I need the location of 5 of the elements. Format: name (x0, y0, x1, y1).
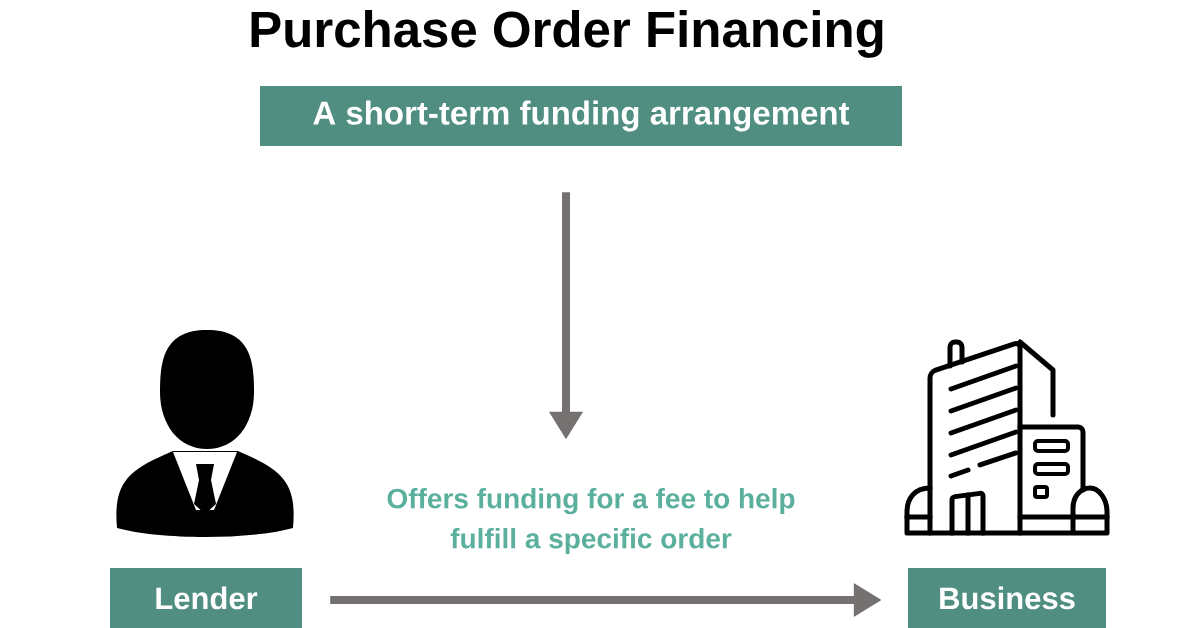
label-box: Lender (110, 568, 302, 628)
title: Purchase Order Financing (251, 10, 883, 58)
banner: A short-term funding arrangement (260, 86, 902, 146)
description-text: Offers funding for a fee to help fulfill a specific order (387, 487, 795, 555)
label-box: Business (908, 568, 1106, 628)
